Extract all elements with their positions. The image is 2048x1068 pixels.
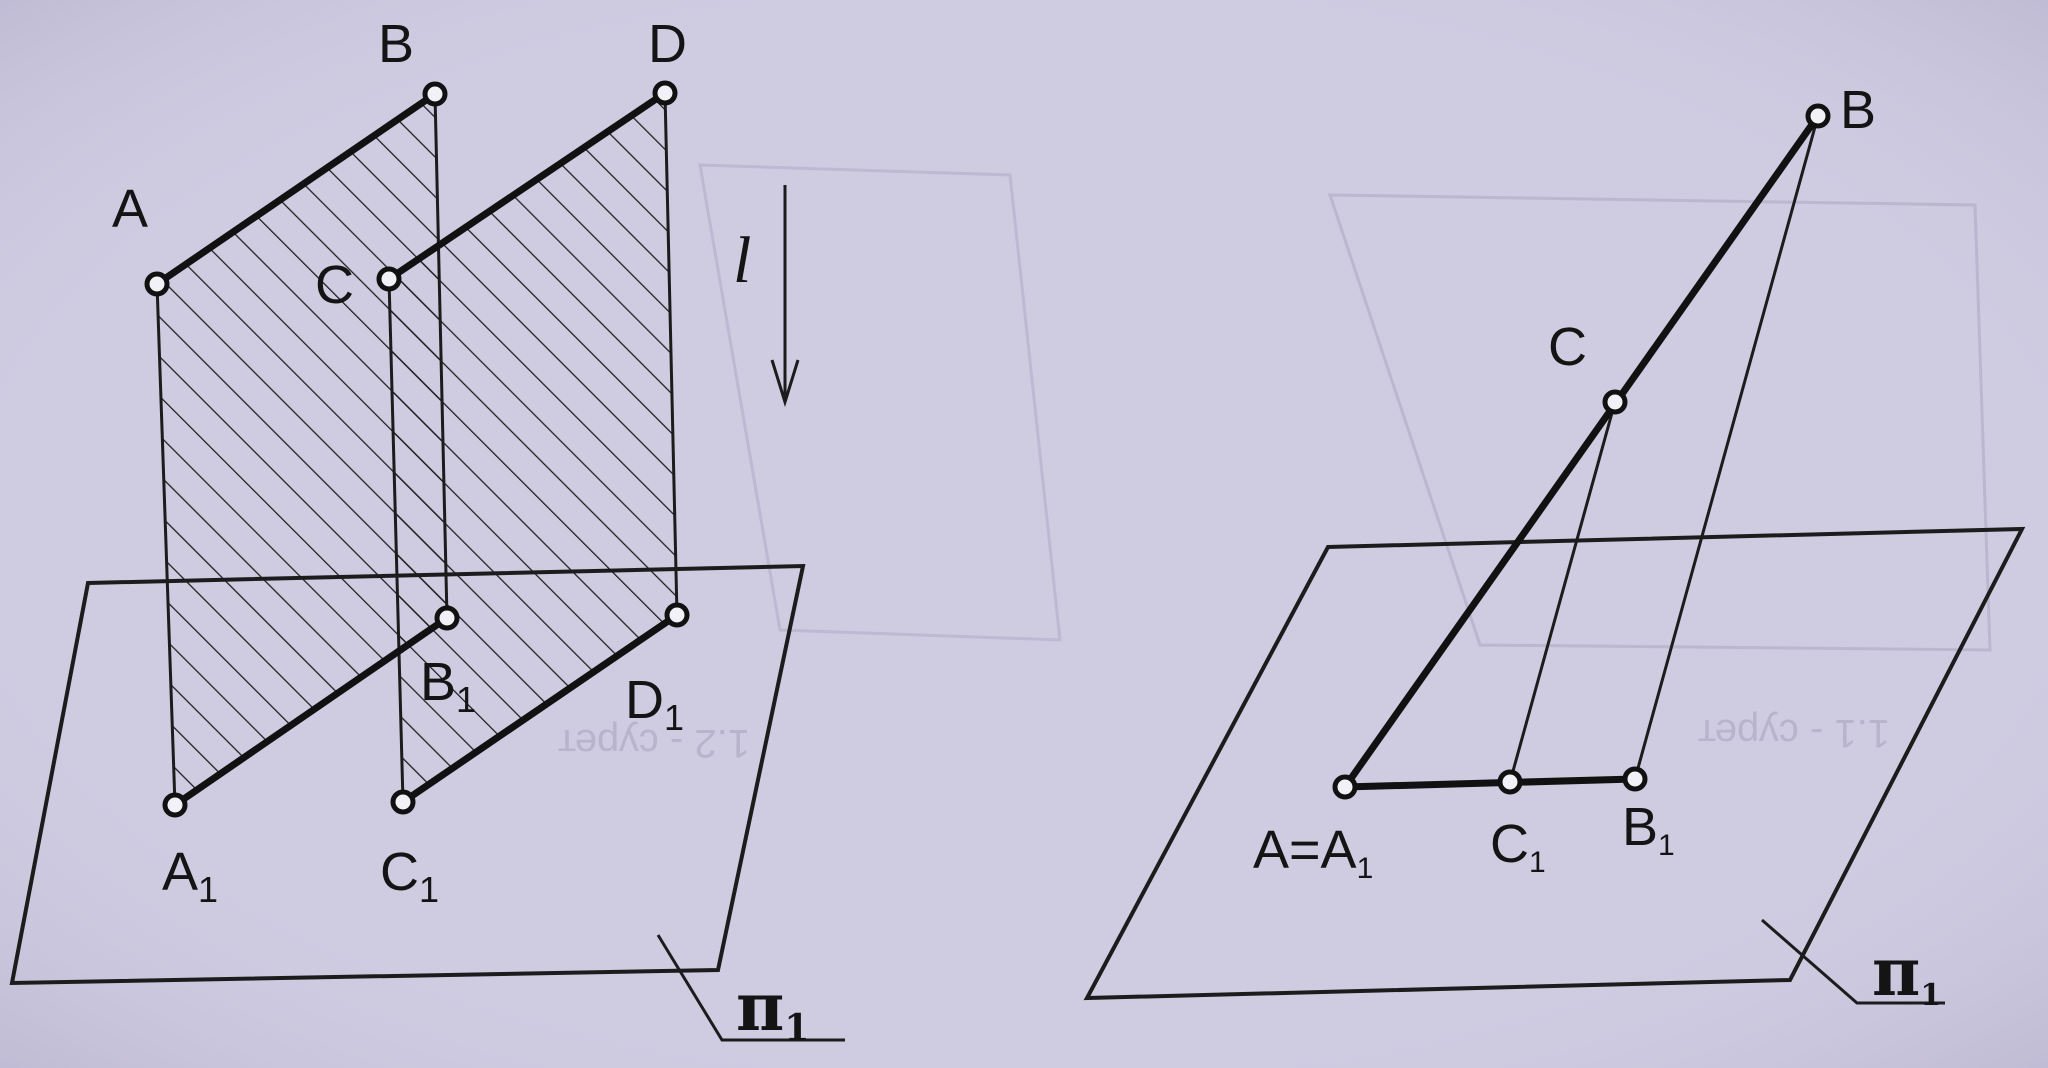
right-plane-pi1	[1083, 526, 2026, 1001]
point-A-A1	[1332, 774, 1358, 800]
projecting-plane-AB	[157, 94, 447, 805]
segment-A1B1	[1341, 775, 1639, 791]
direction-arrow-l	[770, 185, 800, 408]
left-plane-leader	[656, 934, 845, 1042]
label-C1: C1	[1490, 814, 1546, 879]
label-right-plane-pi1: π1	[1872, 933, 1941, 1013]
projector-A-A1	[155, 283, 177, 806]
segment-AB	[153, 90, 439, 288]
point-A1	[162, 792, 188, 818]
label-direction-l: l	[733, 224, 751, 297]
point-B1	[434, 605, 460, 631]
label-A: A	[112, 179, 148, 239]
projector-C-C1	[387, 278, 405, 803]
right-figure: B C A=A1 C1 B1 π1	[1083, 80, 2026, 1013]
projector-C-C1	[1508, 401, 1617, 783]
label-B1: B1	[420, 652, 476, 720]
label-C: C	[1548, 317, 1587, 377]
projector-D-D1	[663, 92, 679, 616]
ghost-caption-2: 1.1 - сурет	[1698, 711, 1890, 755]
left-figure: A B C D A1 B1 C1 D1 l π1	[9, 14, 845, 1049]
segment-C1D1	[399, 611, 681, 806]
right-plane-leader	[1761, 918, 1945, 1005]
segment-AB	[1341, 112, 1822, 791]
point-D1	[664, 602, 690, 628]
ghost-caption-1: 1.2 - сурет	[558, 721, 750, 765]
label-A1: A1	[162, 842, 218, 910]
label-D1: D1	[625, 670, 684, 738]
point-A	[144, 271, 170, 297]
point-B	[422, 81, 448, 107]
label-B: B	[1840, 80, 1876, 140]
point-C1	[1497, 769, 1523, 795]
label-A-eq-A1: A=A1	[1253, 820, 1373, 885]
label-C1: C1	[380, 842, 439, 910]
point-C	[1602, 389, 1628, 415]
label-left-plane-pi1: π1	[736, 968, 809, 1049]
projecting-plane-CD	[389, 93, 677, 802]
projector-B-B1	[1633, 115, 1820, 780]
point-B1	[1622, 766, 1648, 792]
segment-CD	[385, 89, 669, 283]
projector-B-B1	[433, 93, 449, 619]
label-B1: B1	[1622, 797, 1675, 862]
label-D: D	[648, 14, 687, 74]
segment-A1B1	[171, 614, 451, 809]
label-B: B	[378, 14, 414, 74]
point-B	[1805, 103, 1831, 129]
point-C1	[390, 789, 416, 815]
point-D	[652, 80, 678, 106]
label-C: C	[315, 255, 354, 315]
point-C	[376, 266, 402, 292]
